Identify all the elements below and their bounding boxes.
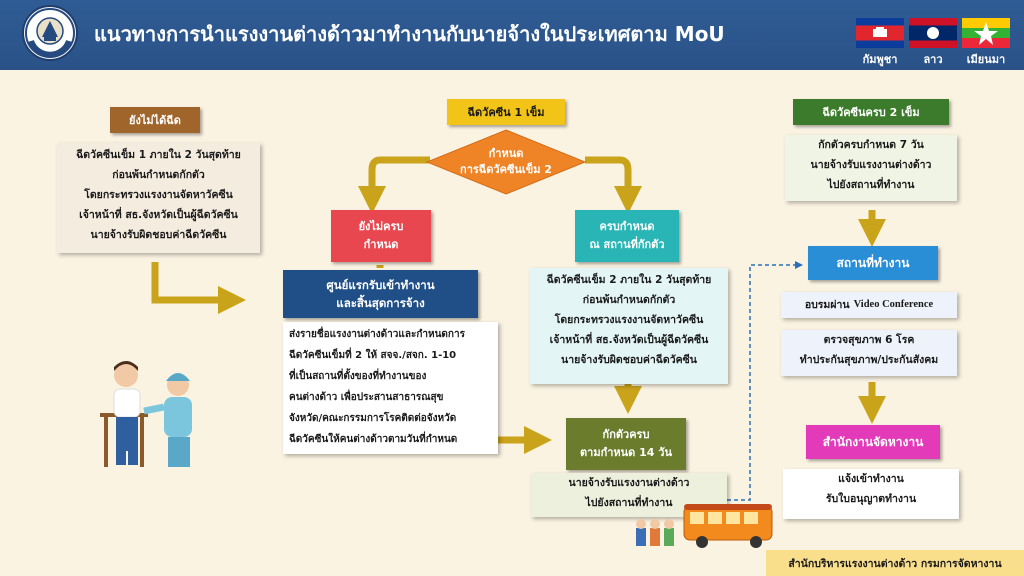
training-prefix: อบรมผ่าน (804, 299, 850, 311)
country-label-laos: ลาว (923, 53, 943, 66)
arrow-decision-due (585, 156, 642, 214)
department-seal-icon (25, 8, 75, 58)
training-box: อบรมผ่าน Video Conference (781, 292, 957, 318)
bus-illustration (636, 504, 773, 548)
workplace-label: สถานที่ทำงาน (808, 246, 938, 280)
reception-center-label: ศูนย์แรกรับเข้าทำงาน และสิ้นสุดการจ้าง (283, 270, 478, 318)
health-check-box: ตรวจสุขภาพ 6 โรค ทำประกันสุขภาพ/ประกันสั… (781, 330, 957, 376)
decision-label: กำหนด การฉีดวัคซีนเข็ม 2 (460, 147, 552, 176)
cambodia-flag-icon (856, 18, 904, 48)
header-bar: แนวทางการนำแรงงานต่างด้าวมาทำงานกับนายจ้… (0, 0, 1024, 70)
page-title: แนวทางการนำแรงงานต่างด้าวมาทำงานกับนายจ้… (94, 22, 725, 46)
dashed-connector (727, 264, 795, 501)
country-label-cambodia: กัมพูชา (862, 53, 898, 66)
arrow-decision-not-due (358, 156, 430, 214)
due-instructions: ฉีดวัคซีนเข็ม 2 ภายใน 2 วันสุดท้าย ก่อนพ… (530, 268, 728, 384)
training-suffix: Video Conference (853, 299, 934, 310)
department-logo (22, 5, 78, 61)
status-not-vaccinated: ยังไม่ได้ฉีด (110, 107, 200, 133)
left-instructions: ฉีดวัคซีนเข็ม 1 ภายใน 2 วันสุดท้าย ก่อนพ… (57, 143, 260, 253)
arrow-left-to-center (151, 262, 246, 314)
quarantine-complete: กักตัวครบ ตามกำหนด 14 วัน (566, 418, 686, 470)
employment-office-body: แจ้งเข้าทำงาน รับใบอนุญาตทำงาน (783, 469, 959, 519)
status-two-doses: ฉีดวัคซีนครบ 2 เข็ม (793, 99, 949, 125)
country-label-myanmar: เมียนมา (966, 53, 1006, 66)
status-one-dose: ฉีดวัคซีน 1 เข็ม (447, 99, 565, 125)
footer-credit: สำนักบริหารแรงงานต่างด้าว กรมการจัดหางาน (766, 550, 1024, 576)
reception-center-body: ส่งรายชื่อแรงงานต่างด้าวและกำหนดการ ฉีดว… (283, 322, 498, 454)
vaccination-illustration (100, 361, 192, 467)
status-not-due: ยังไม่ครบ กำหนด (331, 210, 431, 262)
decision-diamond (425, 129, 587, 195)
right-instructions: กักตัวครบกำหนด 7 วัน นายจ้างรับแรงงานต่า… (785, 135, 957, 201)
employment-office-label: สำนักงานจัดหางาน (806, 425, 940, 459)
status-due: ครบกำหนด ณ สถานที่กักตัว (575, 210, 679, 262)
laos-flag-icon (909, 18, 957, 48)
myanmar-flag-icon (962, 18, 1010, 48)
